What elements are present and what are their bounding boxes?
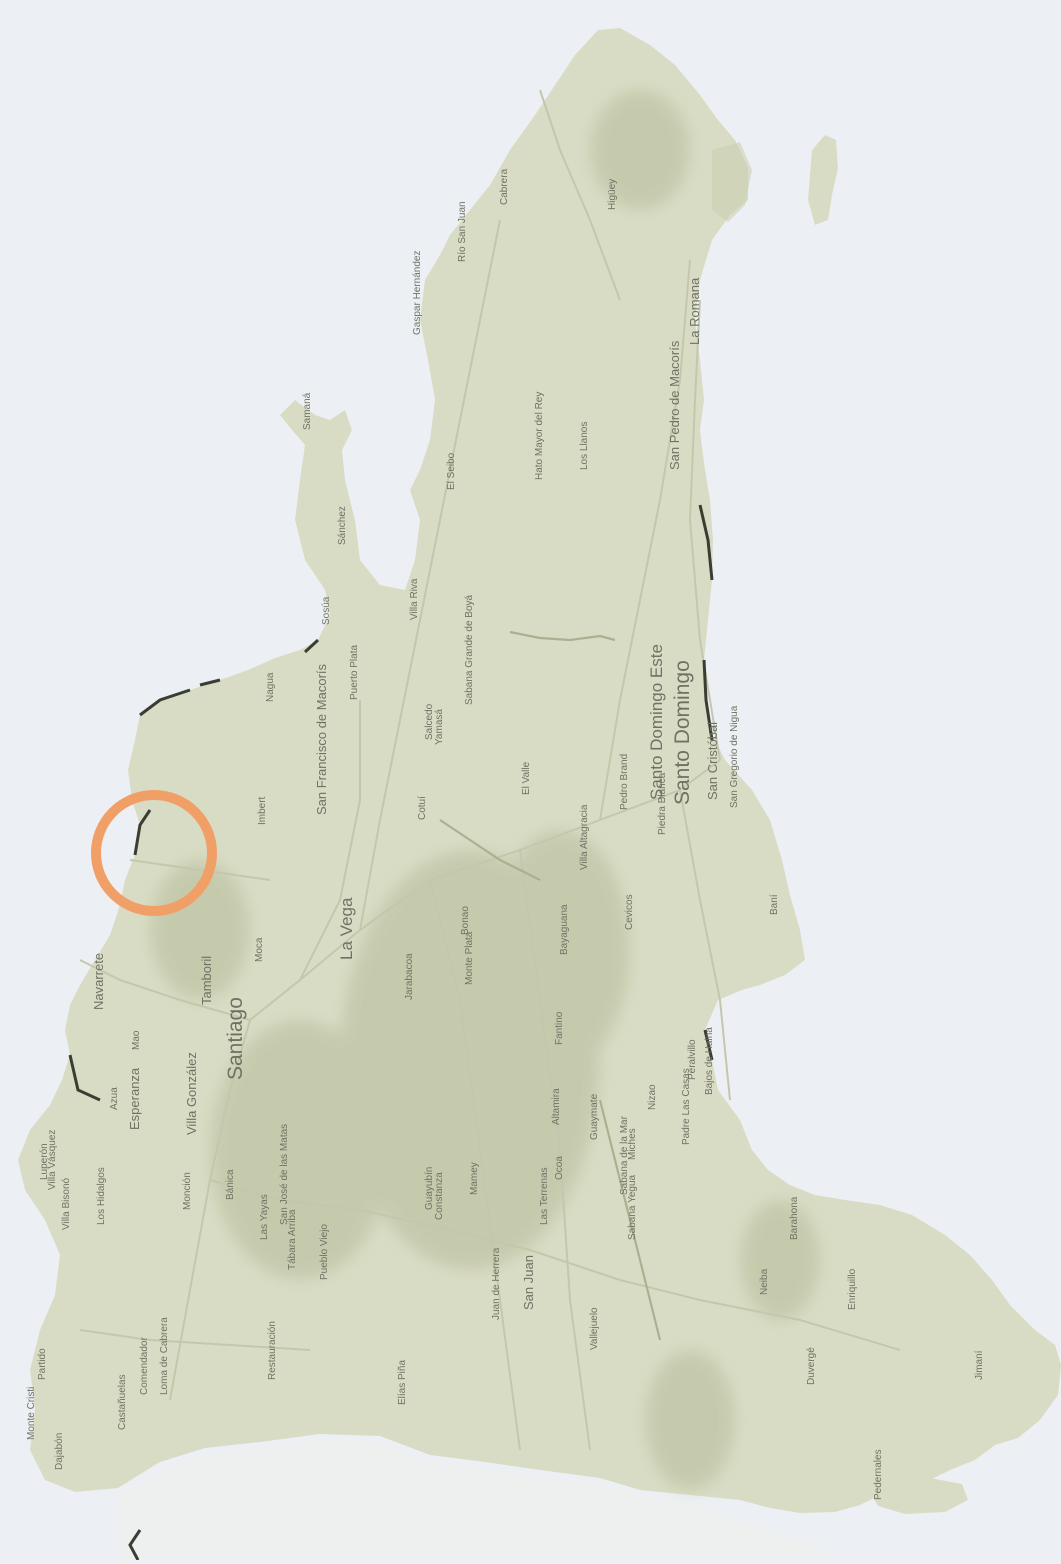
bay-shade <box>712 142 752 222</box>
place-label: Juan de Herrera <box>491 1247 502 1320</box>
place-label: Nagua <box>265 672 276 702</box>
highlight-circle[interactable] <box>91 790 217 916</box>
place-label: Duvergé <box>806 1347 817 1385</box>
place-label: San Juan <box>521 1255 536 1310</box>
rivers <box>439 630 662 1341</box>
place-label: Villa González <box>184 1052 199 1135</box>
place-label: Esperanza <box>127 1067 142 1130</box>
place-label: Pedernales <box>873 1449 884 1500</box>
place-label: Imbert <box>257 796 268 825</box>
place-label: Bayaguana <box>559 904 570 955</box>
place-label: Jimaní <box>974 1350 985 1380</box>
place-label: Puerto Plata <box>349 644 360 700</box>
place-label: La Vega <box>337 897 356 960</box>
place-label: San Gregorio de Nigua <box>729 705 740 808</box>
place-label: Santo Domingo <box>671 660 694 805</box>
place-label: Comendador <box>139 1337 150 1395</box>
place-label: Loma de Cabrera <box>159 1317 170 1395</box>
place-label: Las Terrenas <box>539 1167 550 1225</box>
place-label: Navarrete <box>91 952 106 1010</box>
neighbor-land <box>118 1440 845 1560</box>
place-label: Yamasá <box>434 709 445 745</box>
road-network <box>79 89 901 1451</box>
terrain-relief <box>150 90 820 1490</box>
place-label: Mao <box>131 1030 142 1050</box>
place-label: Altamira <box>551 1088 562 1125</box>
place-label: Partido <box>37 1348 48 1380</box>
place-label: Pueblo Viejo <box>319 1224 330 1280</box>
place-label: Restauración <box>267 1321 278 1380</box>
place-label: El Valle <box>521 761 532 795</box>
island-east <box>808 135 838 225</box>
place-label: Cevicos <box>624 894 635 930</box>
place-label: Los Hidalgos <box>96 1167 107 1225</box>
place-label: Luperón <box>39 1143 50 1180</box>
place-label: El Seibo <box>446 452 457 490</box>
place-label: Piedra Blanca <box>657 772 668 835</box>
place-label: Tábara Arriba <box>287 1209 298 1270</box>
place-label: Elías Piña <box>397 1359 408 1405</box>
place-label: Moca <box>254 937 265 962</box>
place-label: San Cristóbal <box>705 721 720 800</box>
place-label: Miches <box>627 1128 638 1160</box>
place-label: Mamey <box>469 1162 480 1195</box>
place-label: Pedro Brand <box>619 753 630 810</box>
place-label: Samaná <box>302 392 313 430</box>
place-label: Vallejuelo <box>589 1307 600 1350</box>
place-label: Neiba <box>759 1268 770 1295</box>
place-label: San Francisco de Macorís <box>314 663 329 815</box>
place-label: Bajos de Haina <box>704 1027 715 1095</box>
place-label: La Romana <box>687 277 702 345</box>
place-label: Fantino <box>554 1011 565 1045</box>
place-label: Barahona <box>789 1196 800 1240</box>
place-label: Enriquillo <box>847 1268 858 1310</box>
island-southeast <box>868 1478 968 1514</box>
place-label: Dajabón <box>54 1432 65 1470</box>
place-label: Cotuí <box>417 796 428 820</box>
place-label: Santiago <box>224 997 247 1080</box>
place-label: Hato Mayor del Rey <box>534 391 545 480</box>
place-label: Sabana Grande de Boyá <box>464 594 475 705</box>
place-label: Las Yayas <box>259 1194 270 1240</box>
place-label: Ocoa <box>554 1156 565 1180</box>
place-label: Villa Riva <box>409 578 420 621</box>
place-label: Tamboril <box>199 955 214 1005</box>
place-label: Nizao <box>647 1084 658 1110</box>
place-label: Guayubín <box>424 1166 435 1210</box>
place-label: Guaymate <box>589 1093 600 1140</box>
place-label: Los Llanos <box>579 421 590 470</box>
place-label: Baní <box>769 894 780 915</box>
place-label: San Pedro de Macorís <box>667 340 682 470</box>
place-label: Castañuelas <box>117 1374 128 1430</box>
place-label: Bánica <box>225 1169 236 1200</box>
place-label: Río San Juan <box>457 201 468 262</box>
place-label: Gaspar Hernández <box>412 250 423 336</box>
place-label: Monte Cristi <box>26 1386 37 1440</box>
place-label: Villa Altagracia <box>579 804 590 870</box>
place-label: Monción <box>182 1172 193 1210</box>
place-label: Higüey <box>607 178 618 210</box>
place-label: Sosúa <box>321 596 332 625</box>
place-label: Sabana Yegua <box>627 1174 638 1240</box>
place-label: Constanza <box>434 1172 445 1220</box>
place-label: Monte Plata <box>464 931 475 985</box>
place-label: Padre Las Casas <box>681 1068 692 1145</box>
place-label: Cabrera <box>499 168 510 205</box>
coastline <box>68 504 714 1561</box>
place-label: Azua <box>109 1087 120 1110</box>
place-label: Sánchez <box>337 506 348 545</box>
place-label: Jarabacoa <box>404 953 415 1000</box>
place-label: Villa Bisonó <box>61 1177 72 1230</box>
